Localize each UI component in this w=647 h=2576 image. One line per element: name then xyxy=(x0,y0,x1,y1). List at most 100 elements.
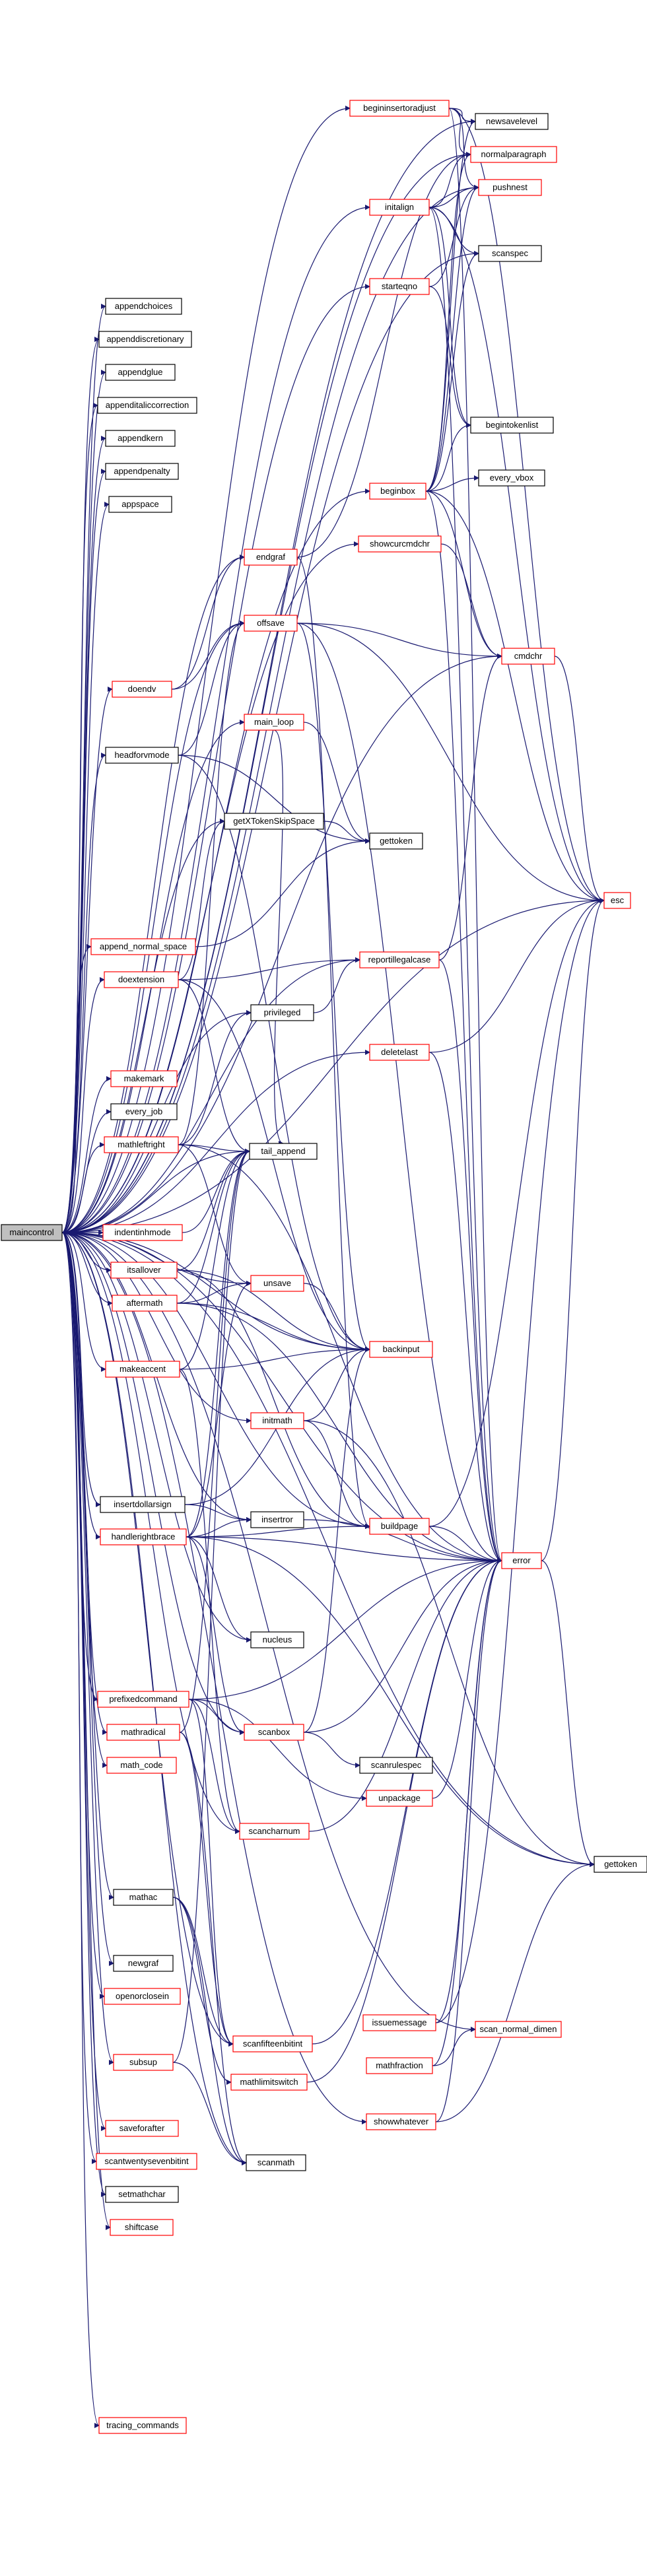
node-box-insertdollarsign[interactable] xyxy=(100,1496,186,1513)
node-scanrulespec[interactable]: scanrulespec xyxy=(359,1757,433,1774)
node-box-every_job[interactable] xyxy=(110,1103,178,1120)
node-privileged[interactable]: privileged xyxy=(250,1004,314,1021)
node-box-gettoken2[interactable] xyxy=(594,1856,647,1873)
node-box-appspace[interactable] xyxy=(108,496,172,513)
node-aftermath[interactable]: aftermath xyxy=(112,1295,178,1312)
node-appspace[interactable]: appspace xyxy=(108,496,172,513)
node-issuemessage[interactable]: issuemessage xyxy=(362,2014,436,2031)
node-offsave[interactable]: offsave xyxy=(244,615,298,632)
node-initalign[interactable]: initalign xyxy=(369,199,430,216)
node-scanmath[interactable]: scanmath xyxy=(246,2154,306,2171)
node-box-every_vbox[interactable] xyxy=(478,469,545,487)
node-scanbox[interactable]: scanbox xyxy=(244,1724,304,1741)
node-maincontrol[interactable]: maincontrol xyxy=(1,1224,63,1241)
node-box-scanmath[interactable] xyxy=(246,2154,306,2171)
node-box-offsave[interactable] xyxy=(244,615,298,632)
node-itsallover[interactable]: itsallover xyxy=(110,1262,178,1279)
node-insertdollarsign[interactable]: insertdollarsign xyxy=(100,1496,186,1513)
node-box-cmdchr[interactable] xyxy=(501,648,555,665)
node-math_code[interactable]: math_code xyxy=(106,1757,177,1774)
node-box-appenditaliccorrection[interactable] xyxy=(97,397,197,414)
node-initmath[interactable]: initmath xyxy=(250,1412,304,1429)
node-box-initmath[interactable] xyxy=(250,1412,304,1429)
node-box-scanfifteenbitint[interactable] xyxy=(232,2035,313,2052)
node-box-tracing_commands[interactable] xyxy=(98,2417,187,2434)
node-box-indentinhmode[interactable] xyxy=(102,1224,183,1241)
node-doextension[interactable]: doextension xyxy=(104,971,179,988)
node-box-scanspec[interactable] xyxy=(478,245,542,262)
node-box-scan_normal_dimen[interactable] xyxy=(475,2021,562,2038)
node-box-mathradical[interactable] xyxy=(106,1724,180,1741)
node-mathlimitswitch[interactable]: mathlimitswitch xyxy=(230,2074,308,2091)
node-box-scancharnum[interactable] xyxy=(239,1823,310,1840)
node-scanfifteenbitint[interactable]: scanfifteenbitint xyxy=(232,2035,313,2052)
node-box-handlerightbrace[interactable] xyxy=(100,1528,187,1545)
node-box-append_normal_space[interactable] xyxy=(90,938,196,955)
node-box-gettoken[interactable] xyxy=(369,832,423,850)
node-appendchoices[interactable]: appendchoices xyxy=(105,298,182,315)
node-backinput[interactable]: backinput xyxy=(369,1341,433,1358)
node-starteqno[interactable]: starteqno xyxy=(369,278,430,295)
node-box-saveforafter[interactable] xyxy=(105,2120,179,2137)
node-scan_normal_dimen[interactable]: scan_normal_dimen xyxy=(475,2021,562,2038)
node-pushnest[interactable]: pushnest xyxy=(478,179,542,196)
node-tracing_commands[interactable]: tracing_commands xyxy=(98,2417,187,2434)
node-box-mathfraction[interactable] xyxy=(366,2057,433,2074)
node-makemark[interactable]: makemark xyxy=(110,1070,178,1087)
node-box-issuemessage[interactable] xyxy=(362,2014,436,2031)
node-box-appendkern[interactable] xyxy=(105,430,176,447)
node-box-headforvmode[interactable] xyxy=(105,747,179,764)
node-box-pushnest[interactable] xyxy=(478,179,542,196)
node-box-makemark[interactable] xyxy=(110,1070,178,1087)
node-box-begintokenlist[interactable] xyxy=(470,417,554,434)
node-main_loop[interactable]: main_loop xyxy=(244,714,304,731)
node-doendv[interactable]: doendv xyxy=(112,681,172,698)
node-insertror[interactable]: insertror xyxy=(250,1511,304,1528)
node-append_normal_space[interactable]: append_normal_space xyxy=(90,938,196,955)
node-box-newsavelevel[interactable] xyxy=(475,113,549,130)
node-box-scantwentysevenbitint[interactable] xyxy=(96,2153,197,2170)
node-box-main_loop[interactable] xyxy=(244,714,304,731)
node-mathleftright[interactable]: mathleftright xyxy=(104,1136,179,1153)
node-box-aftermath[interactable] xyxy=(112,1295,178,1312)
node-box-newgraf[interactable] xyxy=(113,1955,174,1972)
node-makeaccent[interactable]: makeaccent xyxy=(105,1361,180,1378)
node-headforvmode[interactable]: headforvmode xyxy=(105,747,179,764)
node-getXTokenSkipSpace[interactable]: getXTokenSkipSpace xyxy=(224,813,324,830)
node-newsavelevel[interactable]: newsavelevel xyxy=(475,113,549,130)
node-mathfraction[interactable]: mathfraction xyxy=(366,2057,433,2074)
node-shiftcase[interactable]: shiftcase xyxy=(110,2219,174,2236)
node-box-initalign[interactable] xyxy=(369,199,430,216)
node-setmathchar[interactable]: setmathchar xyxy=(105,2186,179,2203)
node-box-showcurcmdchr[interactable] xyxy=(358,535,442,553)
node-tail_append[interactable]: tail_append xyxy=(249,1143,318,1160)
node-appendpenalty[interactable]: appendpenalty xyxy=(105,463,179,480)
node-subsup[interactable]: subsup xyxy=(113,2054,174,2071)
node-prefixedcommand[interactable]: prefixedcommand xyxy=(97,1691,189,1708)
node-box-scanbox[interactable] xyxy=(244,1724,304,1741)
node-box-endgraf[interactable] xyxy=(244,549,298,566)
node-appenddiscretionary[interactable]: appenddiscretionary xyxy=(98,331,192,348)
node-box-beginbox[interactable] xyxy=(369,483,426,500)
node-normalparagraph[interactable]: normalparagraph xyxy=(470,146,557,163)
node-box-insertror[interactable] xyxy=(250,1511,304,1528)
node-box-maincontrol[interactable] xyxy=(1,1224,63,1241)
node-unsave[interactable]: unsave xyxy=(250,1275,304,1292)
node-box-itsallover[interactable] xyxy=(110,1262,178,1279)
node-showwhatever[interactable]: showwhatever xyxy=(366,2113,436,2130)
node-mathac[interactable]: mathac xyxy=(113,1889,174,1906)
node-error[interactable]: error xyxy=(501,1552,542,1569)
node-box-privileged[interactable] xyxy=(250,1004,314,1021)
node-box-openorclosein[interactable] xyxy=(104,1988,181,2005)
node-box-appendpenalty[interactable] xyxy=(105,463,179,480)
node-newgraf[interactable]: newgraf xyxy=(113,1955,174,1972)
node-box-deletelast[interactable] xyxy=(369,1044,430,1061)
node-cmdchr[interactable]: cmdchr xyxy=(501,648,555,665)
node-beginbox[interactable]: beginbox xyxy=(369,483,426,500)
node-box-appendchoices[interactable] xyxy=(105,298,182,315)
node-box-starteqno[interactable] xyxy=(369,278,430,295)
node-appenditaliccorrection[interactable]: appenditaliccorrection xyxy=(97,397,197,414)
node-gettoken2[interactable]: gettoken xyxy=(594,1856,647,1873)
node-reportillegalcase[interactable]: reportillegalcase xyxy=(359,951,440,968)
node-unpackage[interactable]: unpackage xyxy=(366,1790,433,1807)
